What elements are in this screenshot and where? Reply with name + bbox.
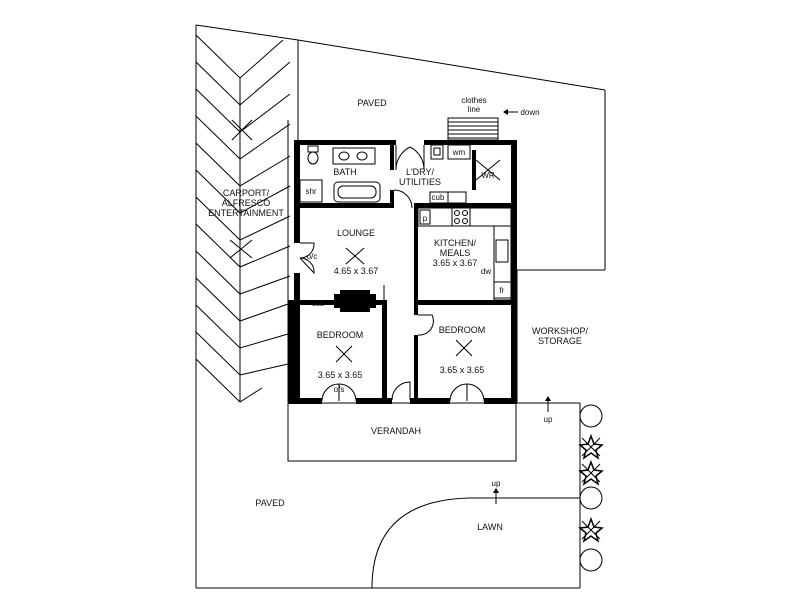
label-kitchen-dim: 3.65 x 3.67 (433, 258, 478, 268)
down-arrow (503, 109, 518, 115)
label-shr: shr (305, 187, 316, 196)
palm-icon (578, 433, 604, 460)
label-oc: o/c (307, 252, 318, 261)
label-laundry-2: UTILITIES (399, 177, 441, 187)
laundry-fixtures (429, 144, 501, 204)
label-workshop: WORKSHOP/ (532, 326, 589, 336)
label-kitchen-2: MEALS (440, 248, 471, 258)
exterior-walls (288, 140, 517, 404)
label-up-lawn: up (492, 479, 501, 488)
label-paved-top: PAVED (357, 98, 387, 108)
label-cub-laundry: cub (432, 193, 445, 202)
doors (299, 145, 485, 402)
label-bedroom1-dim: 3.65 x 3.65 (318, 370, 363, 380)
label-cub-lounge: cub (312, 299, 325, 308)
garden-plants (578, 404, 604, 572)
site-boundary (195, 24, 606, 589)
label-kitchen: KITCHEN/ (434, 238, 477, 248)
shrub-icon (579, 548, 603, 572)
label-workshop-2: STORAGE (538, 336, 582, 346)
palm-icon (578, 516, 604, 543)
label-p: p (423, 214, 428, 223)
label-lounge-dim: 4.65 x 3.67 (334, 266, 379, 276)
label-clothes-line-2: line (468, 105, 481, 114)
shrub-icon (579, 486, 603, 510)
carport-chevron-pattern (195, 34, 291, 403)
label-down: down (520, 108, 539, 117)
workshop-outline (516, 270, 581, 588)
room-labels: PAVED clothes line down BATH shr L'DRY/ … (208, 96, 588, 532)
room-light-fixtures (335, 247, 473, 363)
verandah-outline (287, 402, 517, 462)
label-carport: CARPORT/ (223, 188, 270, 198)
carport-light-fixtures (229, 119, 253, 259)
label-lounge: LOUNGE (337, 228, 375, 238)
shrub-icon (579, 404, 603, 428)
kitchen-fixtures (417, 207, 512, 301)
label-fr: fr (500, 286, 505, 295)
label-verandah: VERANDAH (371, 426, 421, 436)
label-bath: BATH (333, 167, 356, 177)
label-clothes-line: clothes (461, 96, 486, 105)
label-carport-2: ALFRESCO (222, 198, 271, 208)
label-dw: dw (481, 267, 491, 276)
clothes-line-steps (447, 117, 499, 141)
label-carport-3: ENTERTAINMENT (208, 208, 284, 218)
palm-icon (578, 459, 604, 486)
label-bedroom2: BEDROOM (439, 325, 486, 335)
fireplace (334, 290, 376, 312)
label-lawn: LAWN (477, 522, 503, 532)
up-arrows (493, 396, 551, 504)
label-os: o/s (334, 385, 345, 394)
bath-fixtures (299, 145, 381, 203)
label-laundry: L'DRY/ (406, 167, 435, 177)
lawn-edge (371, 497, 580, 589)
label-wm: wm (452, 148, 466, 157)
label-up-right: up (544, 415, 553, 424)
label-bedroom2-dim: 3.65 x 3.65 (440, 365, 485, 375)
label-paved-bottom: PAVED (255, 498, 285, 508)
label-wr: WR (481, 171, 495, 180)
label-bedroom1: BEDROOM (317, 330, 364, 340)
